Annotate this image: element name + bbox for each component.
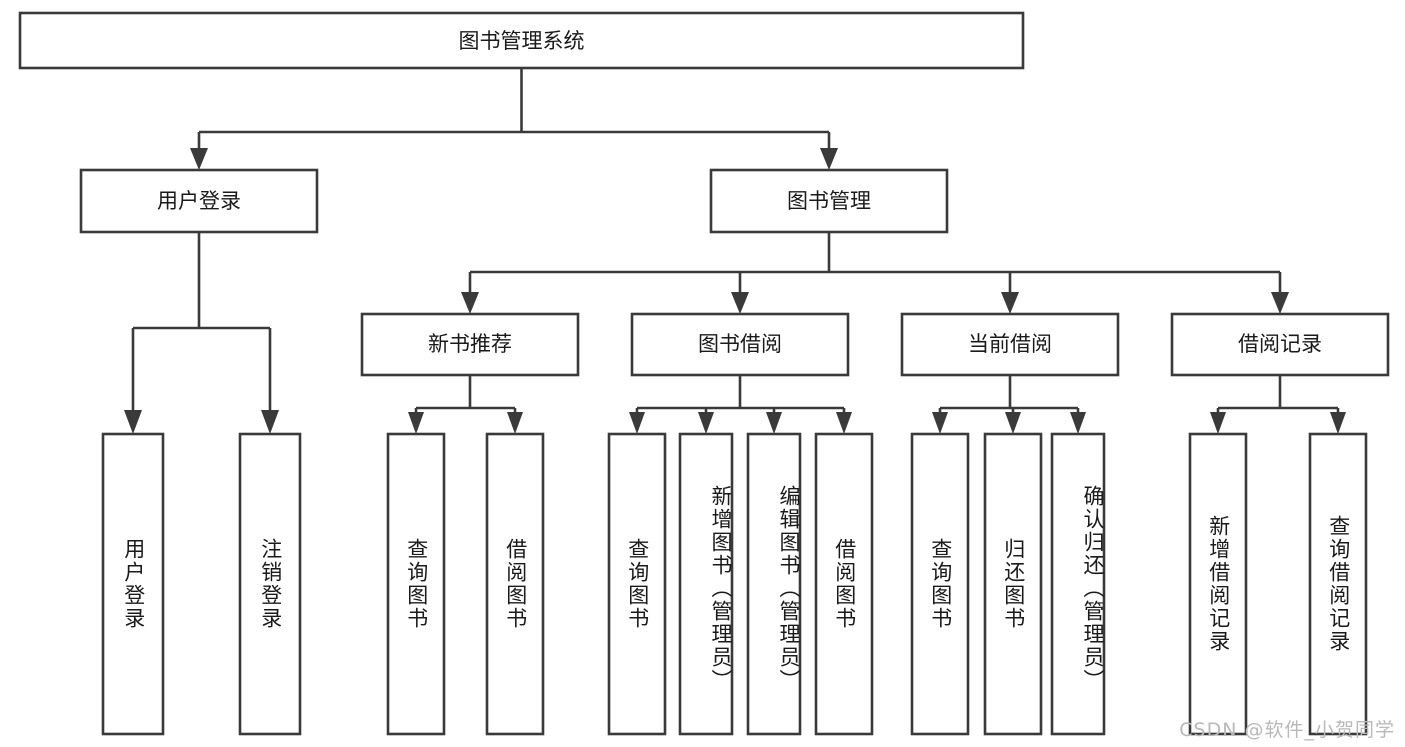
node-new-book-box[interactable]	[360, 312, 580, 377]
node-borrow-records-box[interactable]	[1170, 312, 1390, 377]
arrow-current-to-leaf-2	[1005, 412, 1021, 434]
node-book-mgmt-box[interactable]	[709, 168, 949, 234]
node-leaf-box-return-book[interactable]	[983, 432, 1043, 736]
arrow-new-book-to-leaf-1	[408, 412, 424, 434]
node-leaf-box-query-book-newbook[interactable]	[386, 432, 446, 736]
node-new-book-label: 新书推荐	[428, 332, 512, 356]
arrow-new-book-to-leaf-2	[507, 412, 523, 434]
node-current-borrow-label: 当前借阅	[968, 332, 1052, 356]
node-book-borrow-box[interactable]	[630, 312, 850, 377]
node-leaf-box-add-record[interactable]	[1188, 432, 1248, 736]
arrow-borrow-to-leaf-1	[629, 412, 645, 434]
node-root-label: 图书管理系统	[459, 29, 585, 53]
arrow-current-to-leaf-1	[932, 412, 948, 434]
arrow-borrow-to-leaf-2	[698, 412, 714, 434]
arrow-user-login-to-leaf-1	[124, 410, 142, 434]
node-user-login-box[interactable]	[79, 168, 319, 234]
arrow-current-to-leaf-3	[1070, 412, 1086, 434]
arrow-root-to-user-login	[190, 148, 208, 170]
node-leaf-box-edit-book-admin[interactable]	[746, 432, 802, 736]
node-leaf-box-query-book-borrow[interactable]	[607, 432, 667, 736]
arrow-root-to-book-mgmt	[820, 148, 838, 170]
arrow-borrow-to-leaf-3	[766, 412, 782, 434]
node-leaf-box-logout[interactable]	[238, 432, 302, 736]
node-root-box[interactable]	[18, 11, 1025, 70]
node-leaf-box-query-record[interactable]	[1308, 432, 1368, 736]
node-current-borrow-box[interactable]	[900, 312, 1120, 377]
node-leaf-box-borrow-book[interactable]	[814, 432, 874, 736]
node-leaf-box-add-book-admin[interactable]	[678, 432, 734, 736]
csdn-watermark: CSDN @软件_小贺同学	[1179, 719, 1395, 741]
connector-layer	[124, 68, 1346, 434]
arrow-borrow-to-leaf-4	[836, 412, 852, 434]
node-leaf-box-query-book-current[interactable]	[910, 432, 970, 736]
arrow-book-mgmt-to-borrow	[731, 292, 749, 314]
arrow-records-to-leaf-1	[1210, 412, 1226, 434]
node-layer: 图书管理系统 用户登录 图书管理 新书推荐 图书借阅 当前借阅 借阅记录	[18, 11, 1390, 736]
arrow-records-to-leaf-2	[1330, 412, 1346, 434]
node-book-borrow-label: 图书借阅	[698, 332, 782, 356]
node-user-login-label: 用户登录	[157, 189, 241, 213]
arrow-book-mgmt-to-new-book	[461, 292, 479, 314]
node-leaf-box-user-login[interactable]	[101, 432, 165, 736]
node-book-mgmt-label: 图书管理	[787, 189, 871, 213]
node-leaf-box-borrow-book-newbook[interactable]	[485, 432, 545, 736]
arrow-book-mgmt-to-current	[1001, 292, 1019, 314]
arrow-user-login-to-leaf-2	[261, 410, 279, 434]
node-leaf-box-confirm-return-admin[interactable]	[1050, 432, 1106, 736]
arrow-book-mgmt-to-records	[1271, 292, 1289, 314]
node-borrow-records-label: 借阅记录	[1238, 332, 1322, 356]
